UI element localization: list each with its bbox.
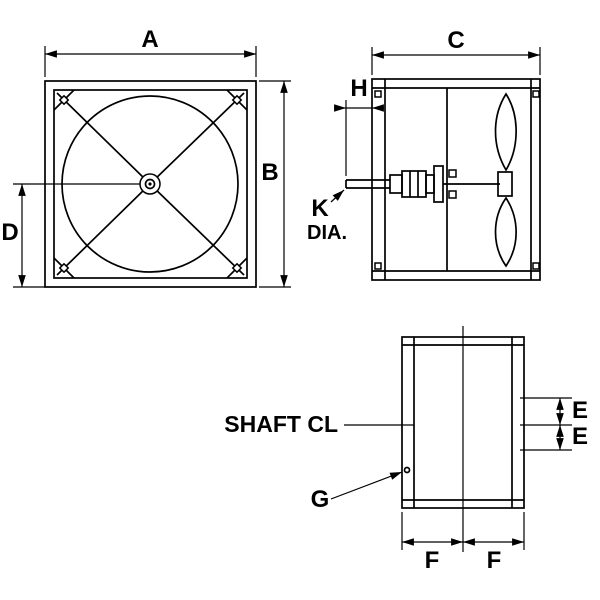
frame-hole bbox=[403, 466, 411, 474]
dim-h: H bbox=[334, 75, 384, 176]
fan-braces bbox=[56, 92, 245, 276]
dim-label-k: K bbox=[311, 195, 329, 222]
corner-bolt bbox=[374, 90, 382, 98]
corner-bolt bbox=[231, 94, 243, 106]
impeller-blade-top bbox=[494, 92, 517, 172]
side-view: C H K DIA. bbox=[307, 27, 541, 281]
side-frame bbox=[371, 78, 541, 281]
leader-line bbox=[330, 189, 345, 203]
fan-brace bbox=[56, 183, 151, 276]
dim-f: F F bbox=[401, 512, 525, 574]
impeller bbox=[494, 92, 517, 268]
corner-bolt bbox=[374, 262, 382, 270]
dim-label-e-lower: E bbox=[572, 423, 588, 450]
dim-label-d: D bbox=[1, 219, 18, 246]
bearing-housing bbox=[401, 170, 427, 198]
hub-inner-circle bbox=[144, 178, 156, 190]
leader-line bbox=[330, 471, 403, 500]
shaft-cl-label: SHAFT CL bbox=[224, 411, 338, 437]
front-view: A B D bbox=[1, 26, 291, 288]
dim-a: A bbox=[44, 26, 257, 77]
mount-bolt bbox=[448, 169, 457, 178]
impeller-blade-bottom bbox=[494, 196, 517, 268]
dim-label-f-left: F bbox=[425, 547, 440, 574]
hub-center-dot bbox=[148, 182, 152, 186]
side-frame-outer bbox=[371, 78, 541, 281]
bearing-block bbox=[389, 174, 403, 194]
fan-brace bbox=[149, 183, 245, 276]
dim-label-a: A bbox=[141, 26, 158, 53]
dia-label: DIA. bbox=[307, 222, 347, 244]
motor-plate bbox=[433, 165, 444, 203]
fan-brace bbox=[149, 92, 245, 185]
dim-e: E E bbox=[520, 397, 588, 451]
dim-label-b: B bbox=[261, 159, 278, 186]
corner-bolt bbox=[231, 262, 243, 274]
dim-label-g: G bbox=[311, 486, 330, 513]
dim-b: B bbox=[259, 80, 291, 288]
dim-label-f-right: F bbox=[487, 547, 502, 574]
corner-bolt bbox=[58, 262, 70, 274]
mount-bolt bbox=[448, 190, 457, 199]
bottom-view: SHAFT CL E E F F G bbox=[224, 326, 588, 574]
fan-hub bbox=[139, 173, 161, 195]
coupling bbox=[425, 174, 435, 194]
dim-c: C bbox=[371, 27, 541, 75]
shaft-centerline-callout: SHAFT CL bbox=[224, 411, 414, 437]
dim-label-h: H bbox=[350, 75, 367, 102]
dim-k: K DIA. bbox=[307, 189, 347, 244]
impeller-hub bbox=[497, 171, 513, 197]
dim-d: D bbox=[1, 183, 140, 288]
corner-bolt bbox=[532, 262, 540, 270]
corner-bolt bbox=[532, 90, 540, 98]
dim-label-e-upper: E bbox=[572, 397, 588, 424]
g-callout: G bbox=[311, 471, 403, 513]
fan-brace bbox=[56, 92, 151, 185]
shaft-assembly bbox=[345, 88, 513, 271]
corner-bolt bbox=[58, 94, 70, 106]
dim-label-c: C bbox=[447, 27, 464, 54]
